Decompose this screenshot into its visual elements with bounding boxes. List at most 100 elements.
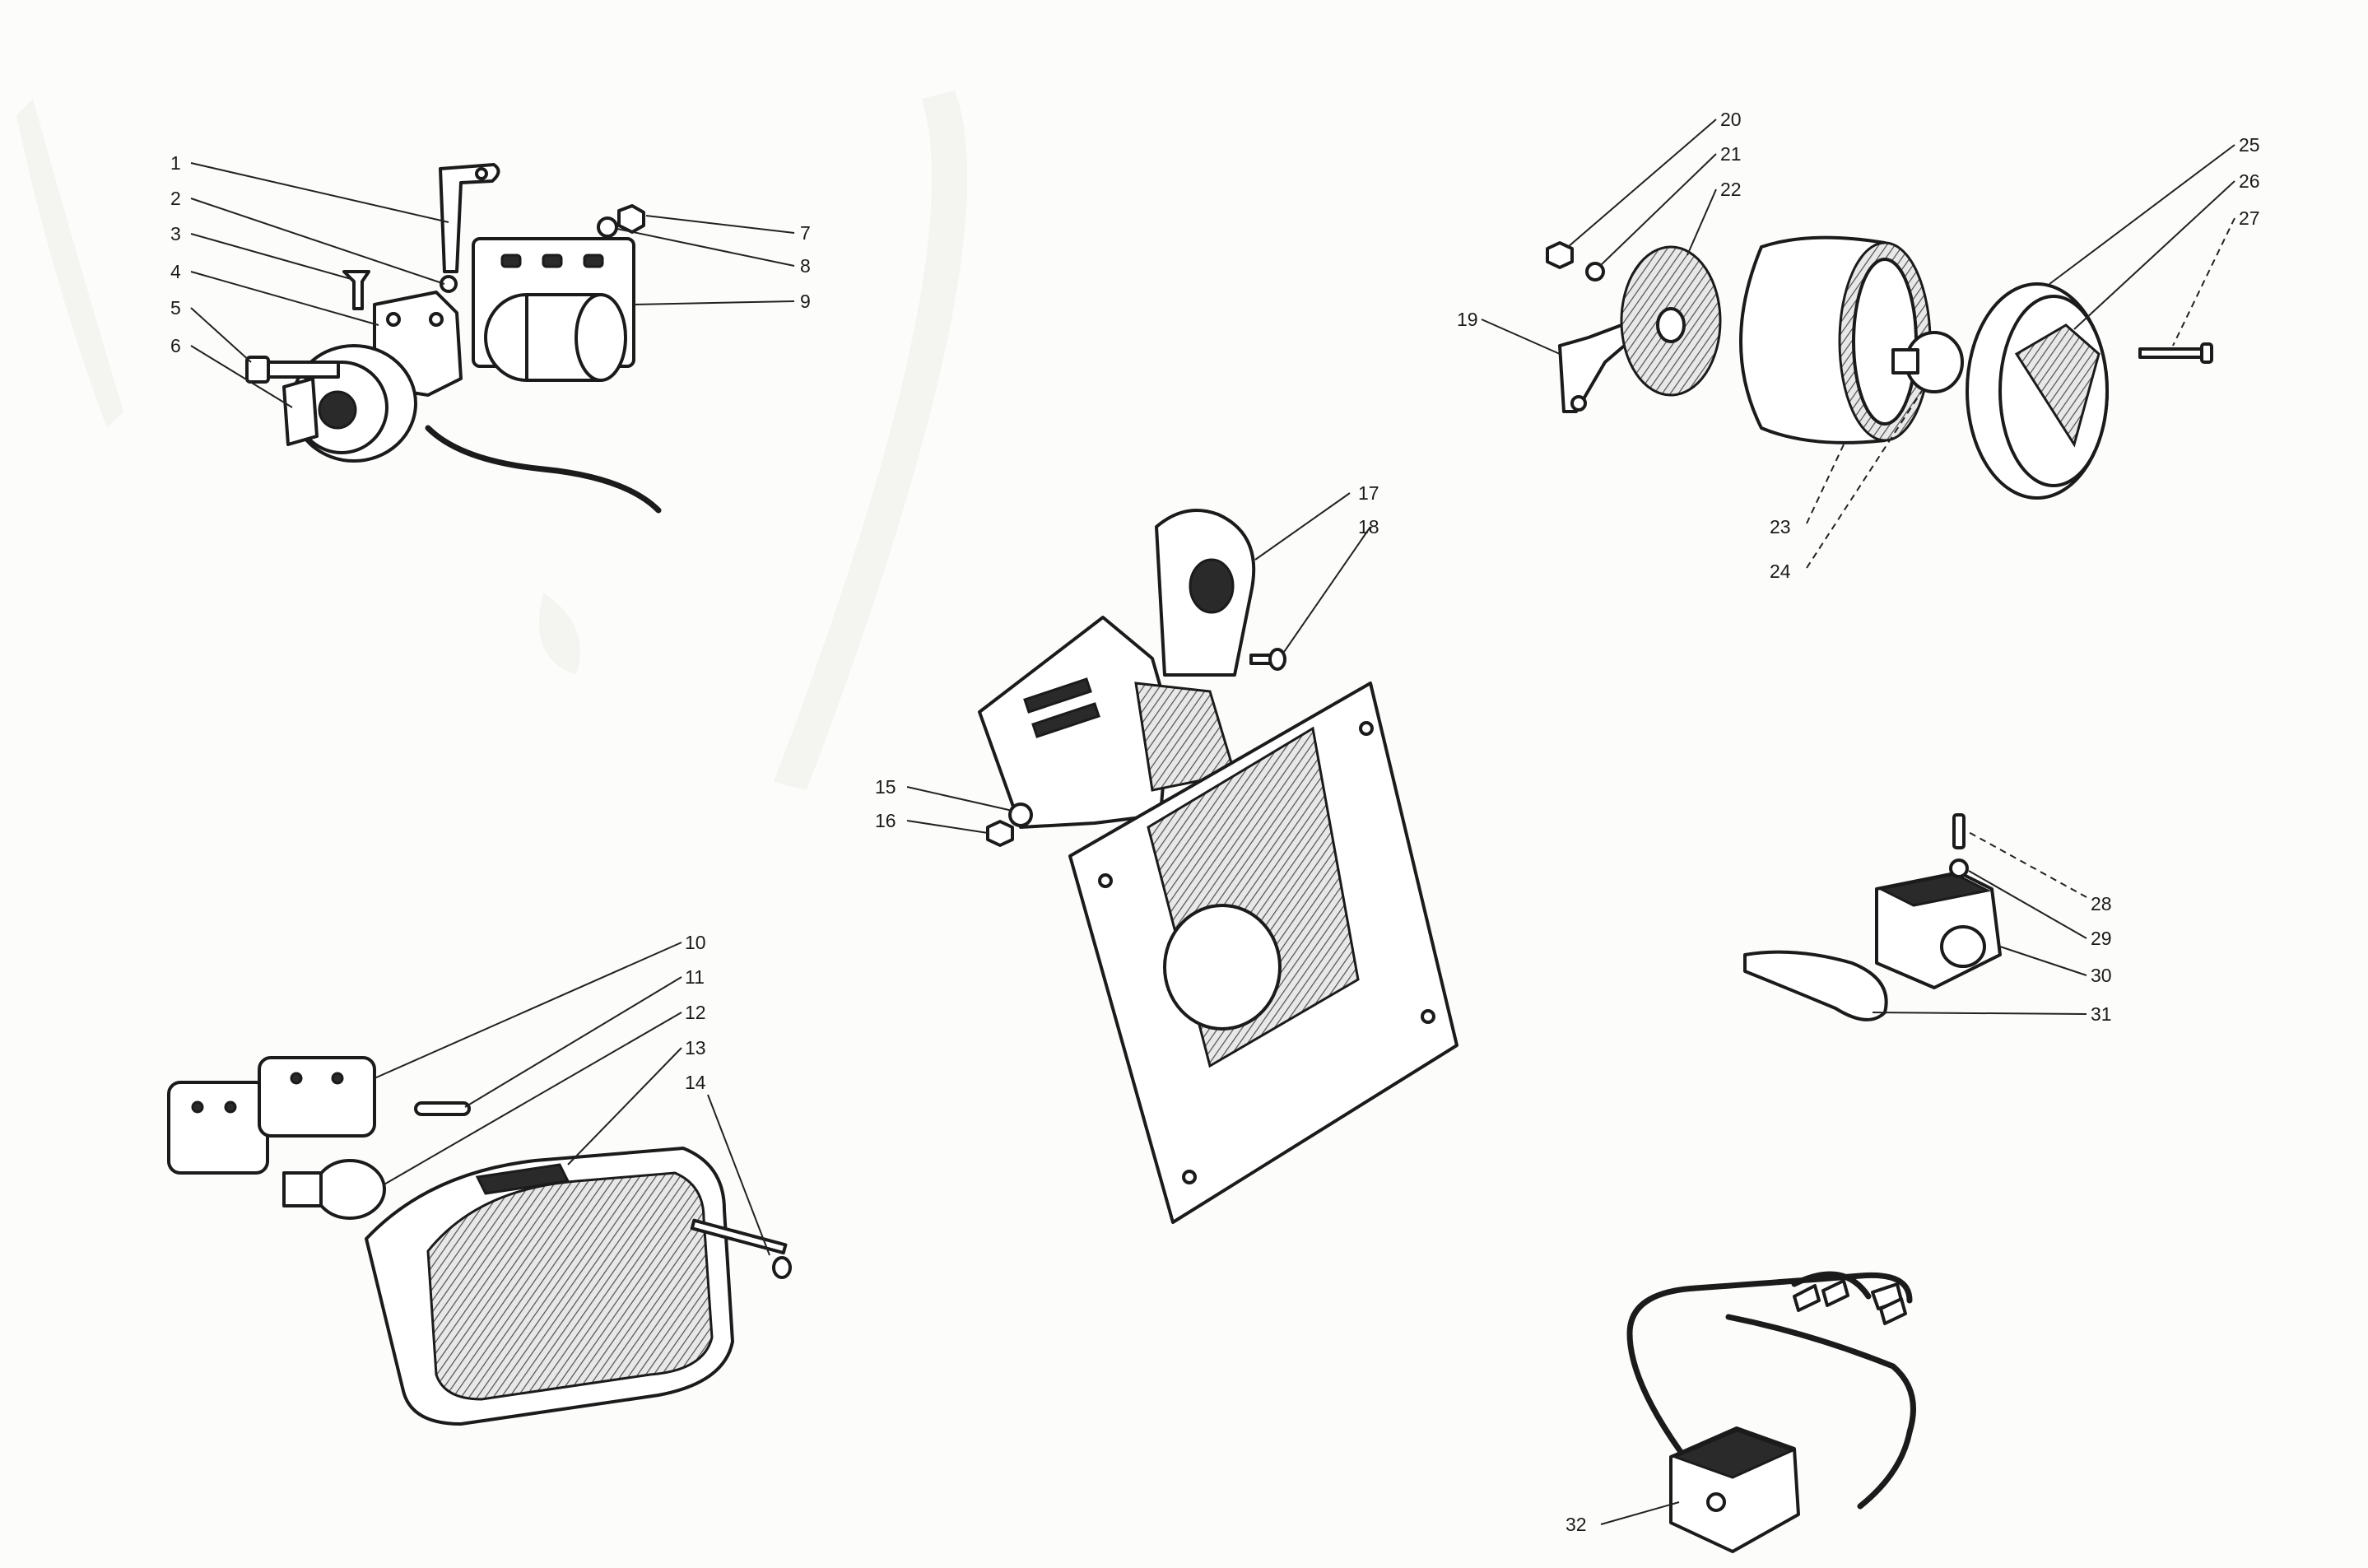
callout-21: 21 bbox=[1720, 143, 1742, 165]
switch-button bbox=[1706, 1492, 1726, 1512]
callout-30: 30 bbox=[2091, 965, 2112, 986]
leader-1 bbox=[190, 162, 449, 223]
mounting-arm bbox=[1558, 323, 1635, 413]
wire-terminal bbox=[1821, 1279, 1849, 1307]
license-plate-holder bbox=[978, 509, 1458, 1224]
housing-opening bbox=[1852, 258, 1918, 426]
callout-19: 19 bbox=[1457, 309, 1478, 330]
leader-2 bbox=[190, 198, 445, 285]
spring-clip bbox=[414, 1101, 471, 1116]
small-screw bbox=[342, 270, 370, 310]
callout-5: 5 bbox=[170, 297, 181, 319]
terminal bbox=[191, 1100, 204, 1114]
headlight-screw-head bbox=[772, 1256, 792, 1279]
callout-17: 17 bbox=[1358, 482, 1379, 504]
callout-1: 1 bbox=[170, 152, 181, 174]
hex-nut bbox=[617, 204, 645, 234]
headlight-assembly bbox=[167, 1056, 792, 1426]
callout-labels: 1 2 3 4 5 6 7 8 9 10 11 12 13 14 15 16 1… bbox=[170, 109, 2260, 1535]
switch-top bbox=[1877, 872, 1992, 907]
gasket-hole bbox=[1656, 307, 1686, 343]
handlebar-switch-assembly bbox=[1626, 1271, 1916, 1553]
board-hole bbox=[1359, 721, 1374, 736]
callout-31: 31 bbox=[2091, 1003, 2112, 1025]
callout-13: 13 bbox=[685, 1037, 706, 1059]
lens-screw-head bbox=[2200, 342, 2213, 364]
frame-slot bbox=[1031, 702, 1100, 738]
connector-block bbox=[258, 1056, 376, 1138]
headlight-bulb bbox=[314, 1159, 386, 1220]
leader-21 bbox=[1600, 153, 1717, 266]
scan-smudge bbox=[16, 99, 123, 428]
leader-12 bbox=[382, 1012, 682, 1186]
holder-screw-head bbox=[1268, 648, 1286, 671]
callout-20: 20 bbox=[1720, 109, 1742, 130]
leader-5 bbox=[190, 307, 252, 363]
ignition-coil-assembly bbox=[245, 163, 662, 514]
frame-slot bbox=[1023, 677, 1092, 714]
leader-13 bbox=[567, 1047, 682, 1166]
rear-light-assembly bbox=[1546, 235, 2213, 500]
leader-30 bbox=[1999, 946, 2087, 976]
board-hole bbox=[1098, 873, 1113, 888]
leader-23 bbox=[1806, 444, 1845, 524]
switch-harness-wire bbox=[1725, 1314, 1916, 1510]
callout-3: 3 bbox=[170, 223, 181, 244]
callout-8: 8 bbox=[800, 255, 811, 277]
leader-17 bbox=[1254, 492, 1351, 561]
hex-nut bbox=[1546, 241, 1574, 269]
leader-8 bbox=[616, 228, 795, 267]
plate-recess-hole bbox=[1163, 904, 1282, 1031]
coil-bracket-slot bbox=[583, 254, 604, 268]
headlight-screw-shank bbox=[690, 1218, 788, 1255]
connector-block bbox=[167, 1081, 269, 1175]
leader-11 bbox=[464, 976, 682, 1108]
leader-10 bbox=[374, 942, 682, 1079]
leader-14 bbox=[707, 1094, 770, 1256]
leader-26 bbox=[2073, 180, 2235, 330]
callout-2: 2 bbox=[170, 188, 181, 209]
switch-washer bbox=[1949, 858, 1969, 878]
bulb-socket bbox=[282, 1171, 323, 1207]
switch-harness-wire bbox=[1791, 1271, 1872, 1300]
callout-26: 26 bbox=[2239, 170, 2260, 192]
switch-screw bbox=[1952, 813, 1966, 849]
rectifier-hub bbox=[318, 390, 357, 430]
callout-16: 16 bbox=[875, 810, 896, 831]
leader-20 bbox=[1567, 119, 1717, 248]
callout-25: 25 bbox=[2239, 134, 2260, 156]
coil-wire bbox=[425, 425, 662, 514]
wire-terminal bbox=[1879, 1297, 1907, 1325]
flat-washer bbox=[1008, 803, 1033, 827]
callout-22: 22 bbox=[1720, 179, 1742, 200]
bracket-hole bbox=[1189, 558, 1235, 614]
leader-lines bbox=[190, 119, 2235, 1525]
switch-box-top bbox=[1671, 1429, 1797, 1479]
hex-nut bbox=[986, 820, 1014, 847]
star-washer bbox=[1585, 262, 1605, 281]
board-hole bbox=[1421, 1009, 1435, 1024]
callout-6: 6 bbox=[170, 335, 181, 356]
strap-hole bbox=[475, 167, 488, 180]
leader-24 bbox=[1806, 390, 1923, 569]
leader-16 bbox=[906, 820, 989, 834]
scan-smudge bbox=[539, 593, 580, 675]
switch-knob bbox=[1940, 925, 1986, 968]
wire-terminal bbox=[1793, 1284, 1821, 1312]
terminal bbox=[290, 1072, 303, 1085]
callout-23: 23 bbox=[1770, 516, 1791, 537]
bolt-shank bbox=[267, 361, 340, 379]
leader-4 bbox=[190, 271, 379, 326]
lock-washer bbox=[440, 275, 458, 293]
callout-11: 11 bbox=[685, 966, 705, 988]
leader-22 bbox=[1686, 188, 1717, 256]
leader-25 bbox=[2049, 144, 2235, 285]
headlight-strap bbox=[475, 1163, 570, 1195]
callout-4: 4 bbox=[170, 261, 181, 282]
flat-washer bbox=[597, 216, 618, 238]
clamp-strap bbox=[439, 163, 500, 273]
leader-18 bbox=[1282, 526, 1371, 655]
plate-hole bbox=[386, 312, 401, 327]
bulb-base bbox=[1891, 348, 1919, 375]
leader-9 bbox=[633, 300, 795, 305]
